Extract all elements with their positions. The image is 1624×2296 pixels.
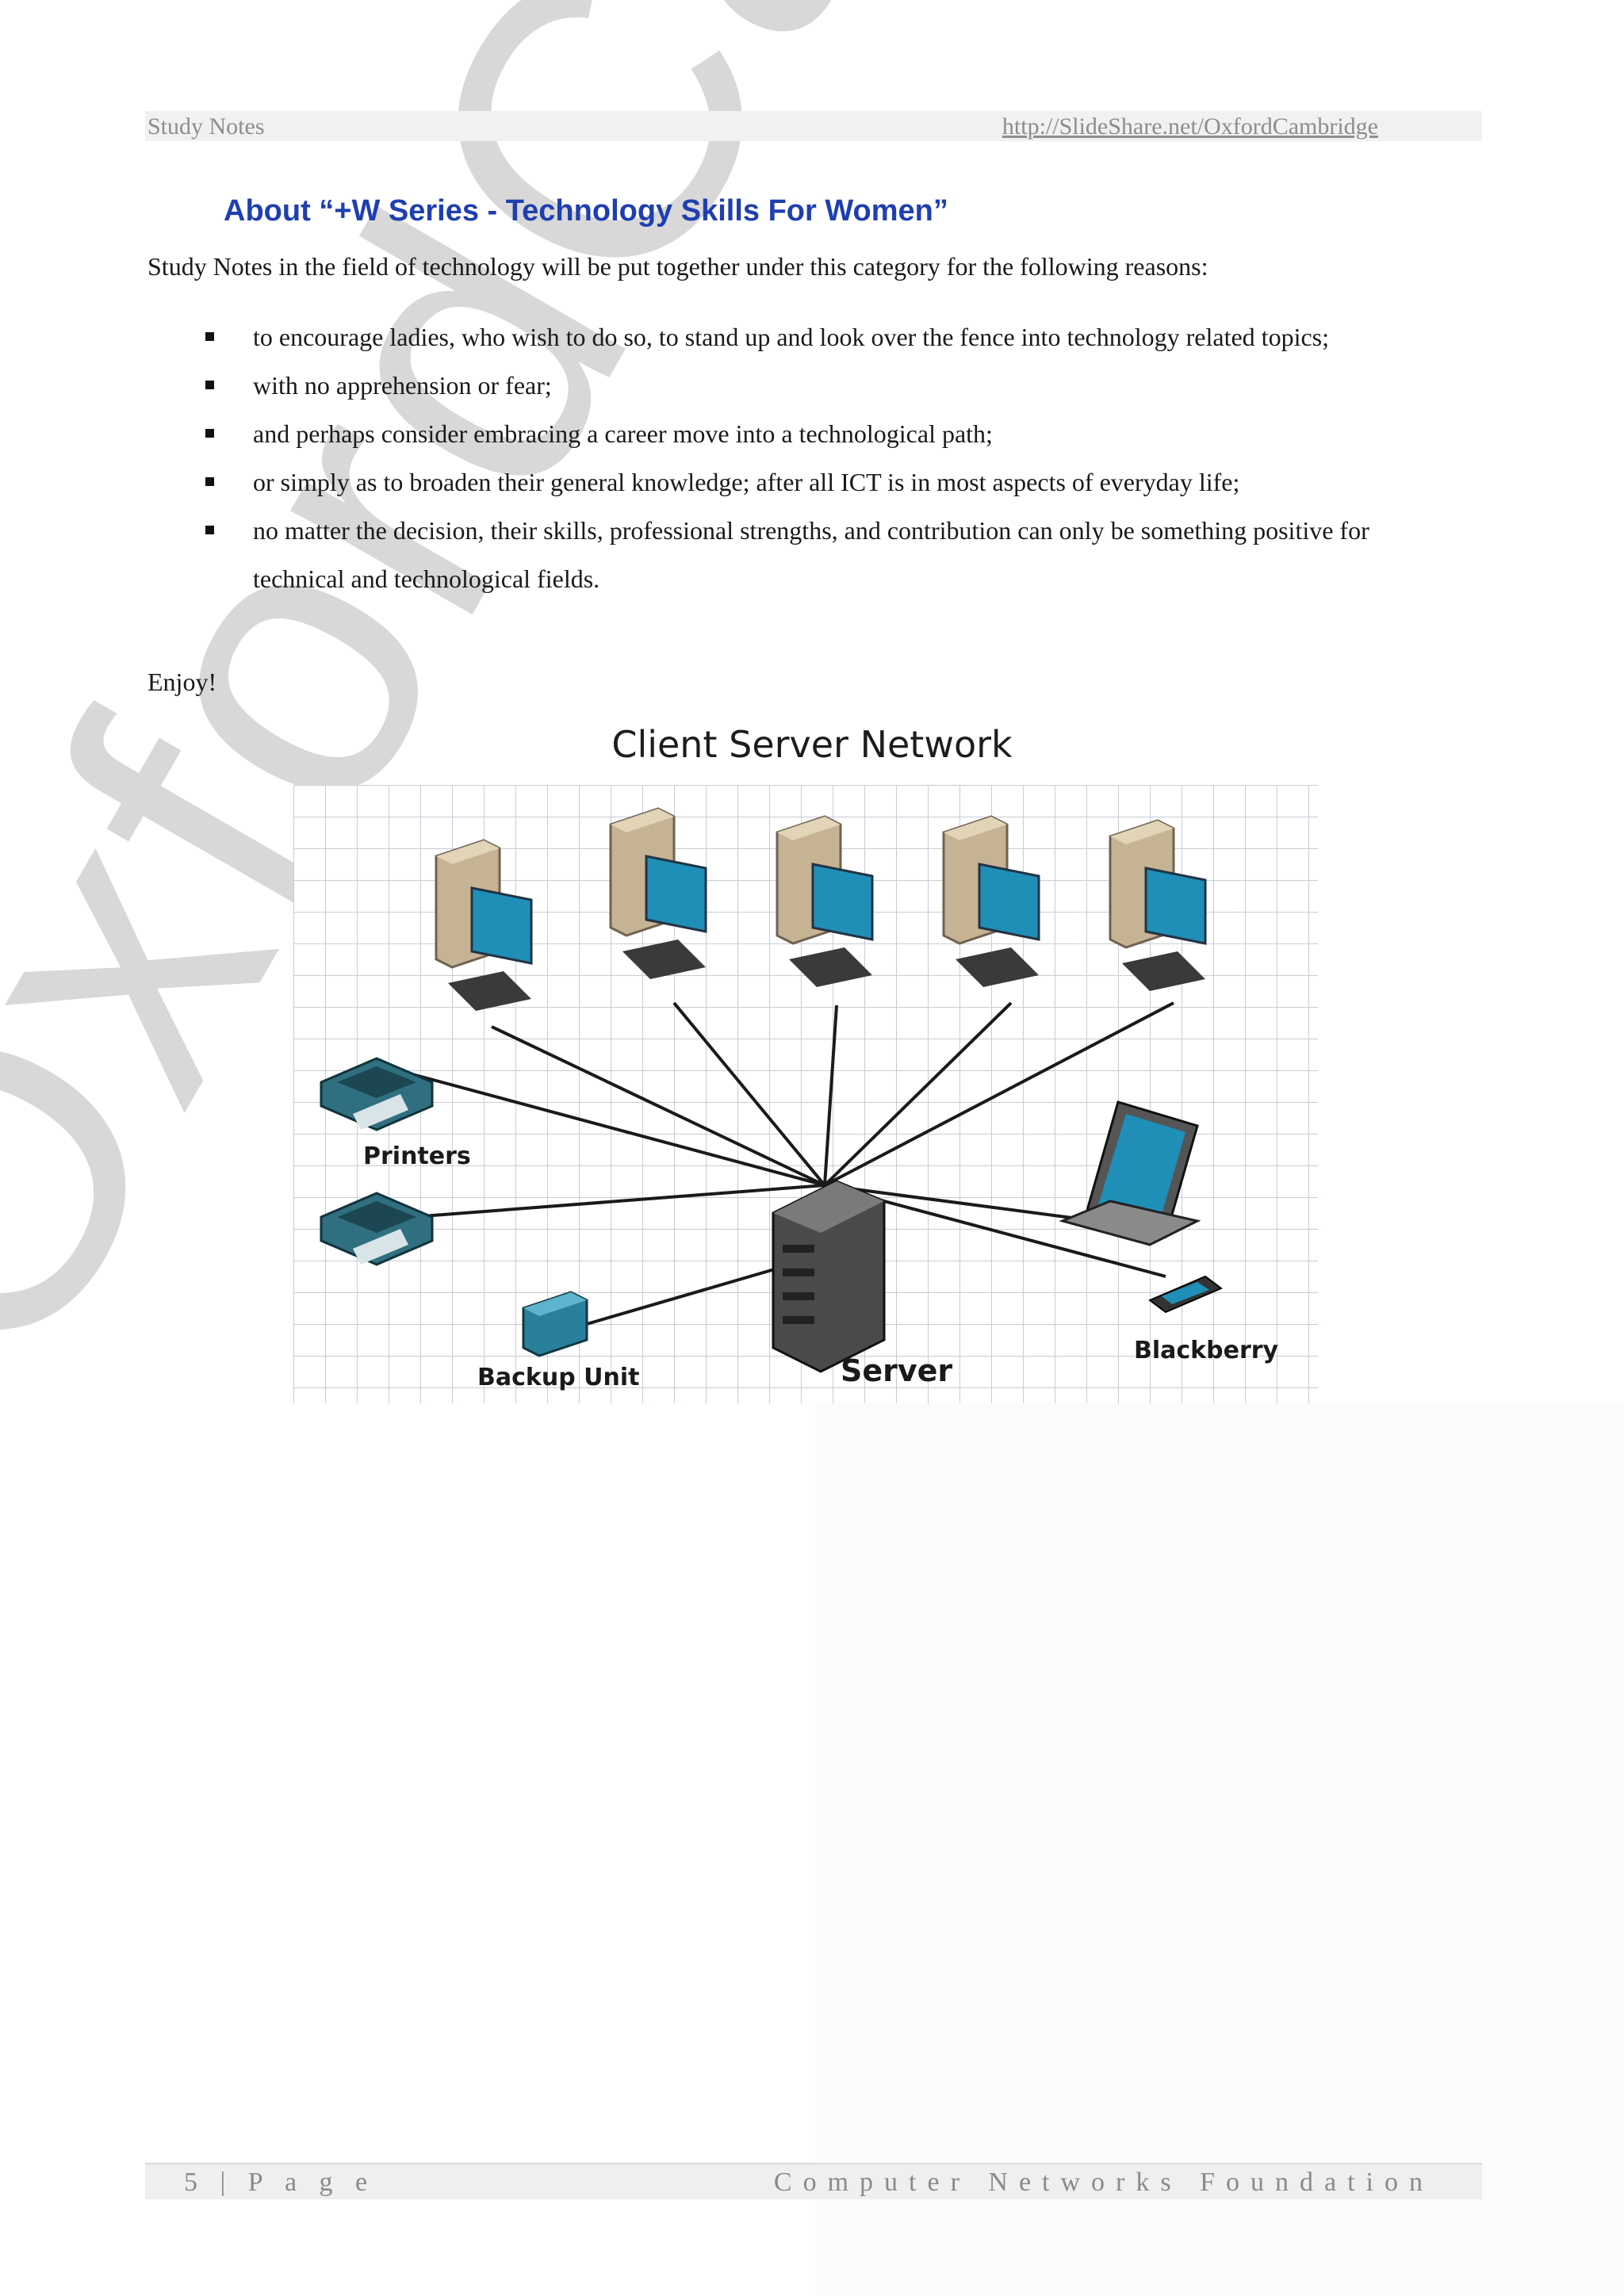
- header-link[interactable]: http://SlideShare.net/OxfordCambridge: [1002, 113, 1378, 140]
- connection-lines: [412, 1001, 1174, 1326]
- workstation-icon: [435, 839, 533, 1011]
- square-bullet-icon: [205, 381, 214, 389]
- workstation-icon: [776, 815, 874, 987]
- laptop-icon: [1059, 1100, 1201, 1246]
- backup-unit-icon: [522, 1291, 588, 1357]
- workstation-icon: [609, 807, 707, 979]
- square-bullet-icon: [205, 477, 214, 486]
- list-item: and perhaps consider embracing a career …: [202, 410, 1415, 458]
- printers-label: Printers: [363, 1142, 471, 1170]
- printer-icon: [320, 1057, 434, 1131]
- connection-line: [823, 1001, 1013, 1187]
- connection-line: [823, 1004, 838, 1186]
- list-item: no matter the decision, their skills, pr…: [202, 507, 1415, 603]
- reasons-list: to encourage ladies, who wish to do so, …: [202, 313, 1415, 603]
- closing-text: Enjoy!: [147, 668, 217, 696]
- backup-unit-label: Backup Unit: [477, 1364, 639, 1391]
- connection-line: [824, 1001, 1174, 1187]
- list-item-text: and perhaps consider embracing a career …: [253, 419, 993, 448]
- footer-bar: [145, 2163, 1482, 2199]
- printer-icon: [320, 1192, 434, 1266]
- connection-line: [491, 1025, 825, 1187]
- list-item-text: or simply as to broaden their general kn…: [253, 468, 1240, 496]
- connection-line: [672, 1001, 826, 1187]
- square-bullet-icon: [205, 332, 214, 341]
- blackberry-label: Blackberry: [1134, 1337, 1279, 1364]
- server-icon: [772, 1180, 886, 1373]
- square-bullet-icon: [205, 429, 214, 438]
- network-diagram: Printers Backup Unit Server: [293, 785, 1318, 1403]
- workstation-icon: [942, 815, 1040, 987]
- list-item-text: to encourage ladies, who wish to do so, …: [253, 323, 1329, 351]
- list-item: or simply as to broaden their general kn…: [202, 458, 1415, 507]
- network-diagram-svg: Printers Backup Unit Server: [293, 785, 1318, 1403]
- diagram-title: Client Server Network: [611, 723, 1013, 766]
- list-item-text: with no apprehension or fear;: [253, 371, 552, 400]
- workstation-icon: [1109, 819, 1207, 991]
- square-bullet-icon: [205, 526, 214, 534]
- connection-line: [586, 1267, 778, 1326]
- blackberry-icon: [1148, 1275, 1223, 1314]
- page-shade: [815, 1403, 1624, 2296]
- connection-line: [412, 1184, 825, 1219]
- section-heading: About “+W Series - Technology Skills For…: [224, 194, 948, 228]
- list-item-text: no matter the decision, their skills, pr…: [253, 516, 1369, 593]
- connection-line: [412, 1073, 825, 1187]
- list-item: with no apprehension or fear;: [202, 362, 1415, 410]
- intro-paragraph: Study Notes in the field of technology w…: [147, 252, 1208, 281]
- server-label: Server: [841, 1353, 952, 1388]
- list-item: to encourage ladies, who wish to do so, …: [202, 313, 1415, 362]
- header-title: Study Notes: [147, 113, 265, 140]
- page-number: 5 | P a g e: [184, 2168, 376, 2197]
- header-bar: [145, 111, 1482, 141]
- footer-title: Computer Networks Foundation: [773, 2168, 1434, 2197]
